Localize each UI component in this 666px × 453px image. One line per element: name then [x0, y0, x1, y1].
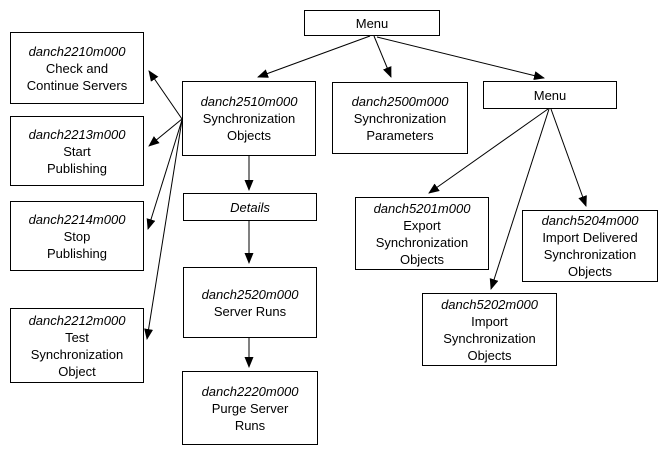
- edge-menu-right-danch5202m000: [489, 108, 550, 290]
- node-danch2212m000: danch2212m000 Test Synchronization Objec…: [10, 308, 144, 383]
- edge-menu-top-danch2510m000: [257, 35, 371, 78]
- node-danch5201m000: danch5201m000 Export Synchronization Obj…: [355, 197, 489, 270]
- node-code: danch2213m000: [28, 126, 126, 142]
- node-code: danch2220m000: [201, 383, 299, 399]
- node-menu-top: Menu: [304, 10, 440, 36]
- edge-menu-top-menu-right: [376, 36, 545, 80]
- node-danch2210m000: danch2210m000 Check and Continue Servers: [10, 32, 144, 104]
- edge-menu-right-danch5201m000: [428, 108, 549, 194]
- node-danch2214m000: danch2214m000 Stop Publishing: [10, 201, 144, 271]
- node-label: Import Delivered Synchronization Objects: [542, 230, 638, 279]
- node-danch2520m000: danch2520m000 Server Runs: [183, 267, 317, 338]
- node-label: Synchronization Objects: [202, 111, 296, 143]
- node-label: Export Synchronization Objects: [375, 217, 469, 267]
- node-danch2500m000: danch2500m000 Synchronization Parameters: [332, 82, 468, 154]
- node-label: Purge Server Runs: [211, 400, 289, 433]
- node-label: Test Synchronization Object: [30, 329, 124, 379]
- node-danch5204m000: danch5204m000 Import Delivered Synchroni…: [522, 210, 658, 282]
- node-label: Menu: [355, 15, 389, 31]
- node-label: Stop Publishing: [47, 228, 107, 261]
- node-label: Start Publishing: [47, 143, 107, 176]
- node-label: Import Synchronization Objects: [443, 313, 536, 363]
- edge-danch2510m000-danch2213m000: [148, 118, 183, 147]
- node-label: Menu: [533, 87, 567, 103]
- node-label: Server Runs: [213, 303, 287, 319]
- edge-danch2510m000-danch2210m000: [148, 70, 183, 120]
- node-label: Check and Continue Servers: [26, 60, 128, 93]
- node-danch2220m000: danch2220m000 Purge Server Runs: [182, 371, 318, 445]
- edge-menu-right-danch5204m000: [550, 108, 587, 207]
- node-code: danch2214m000: [28, 211, 126, 227]
- edge-menu-top-danch2500m000: [373, 35, 392, 78]
- edge-danch2510m000-danch2212m000: [144, 119, 183, 340]
- node-danch2213m000: danch2213m000 Start Publishing: [10, 116, 144, 186]
- node-details: Details: [183, 193, 317, 221]
- node-code: danch5204m000: [541, 213, 639, 228]
- node-code: danch2520m000: [201, 286, 299, 302]
- node-code: danch2212m000: [28, 312, 126, 328]
- edge-danch2510m000-danch2214m000: [146, 119, 183, 230]
- node-menu-right: Menu: [483, 81, 617, 109]
- node-code: danch2510m000: [200, 94, 298, 109]
- node-code: danch2500m000: [351, 93, 449, 109]
- node-label: Details: [230, 199, 270, 215]
- node-danch5202m000: danch5202m000 Import Synchronization Obj…: [422, 293, 557, 366]
- node-danch2510m000: danch2510m000 Synchronization Objects: [182, 81, 316, 156]
- node-code: danch5201m000: [373, 200, 471, 216]
- node-code: danch2210m000: [28, 43, 126, 59]
- node-code: danch5202m000: [441, 296, 538, 312]
- node-label: Synchronization Parameters: [353, 110, 447, 143]
